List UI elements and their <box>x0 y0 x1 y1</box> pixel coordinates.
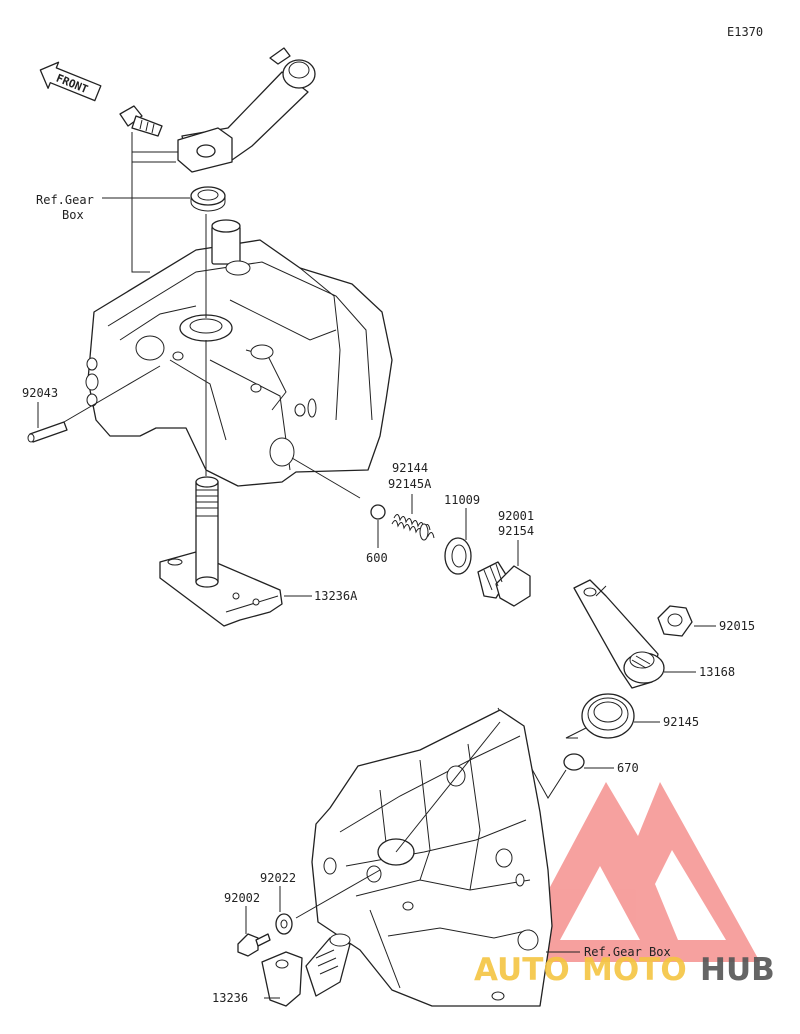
logo-triangle-inner <box>580 896 620 934</box>
watermark-hub: HUB <box>700 952 775 988</box>
spring-92144 <box>391 514 435 541</box>
svg-text:Box: Box <box>62 208 84 222</box>
watermark-logo <box>510 782 760 962</box>
callout-92144-92145a: 92144 92145A <box>388 461 432 491</box>
callout-92001-92154: 92001 92154 <box>498 509 534 538</box>
callout-11009: 11009 <box>444 493 480 507</box>
shift-lever-13236 <box>177 47 316 173</box>
callout-ref-gear-box-bottom: Ref.Gear Box <box>584 945 671 959</box>
front-arrow-shape <box>39 61 102 102</box>
lower-gear-case <box>311 709 553 1007</box>
bolt-92002 <box>237 933 271 957</box>
plug-bolt-92001 <box>477 561 531 607</box>
circlip-670 <box>563 753 585 771</box>
callout-92022: 92022 <box>260 871 296 885</box>
diagram-code: E1370 <box>727 25 763 39</box>
watermark-moto: MOTO <box>582 952 687 988</box>
watermark-auto: AUTO <box>474 952 570 988</box>
callout-92015: 92015 <box>719 619 755 633</box>
callout-13236a: 13236A <box>314 589 358 603</box>
svg-text:92144: 92144 <box>392 461 428 475</box>
callout-670: 670 <box>617 761 639 775</box>
svg-text:Ref.Gear: Ref.Gear <box>36 193 94 207</box>
watermark-wordmark: AUTO MOTO HUB <box>474 952 775 988</box>
shift-shaft-13236a <box>159 476 283 627</box>
ball-600 <box>370 504 386 520</box>
oil-seal <box>190 186 226 212</box>
spring-92145 <box>565 693 635 739</box>
callout-92043: 92043 <box>22 386 58 400</box>
callout-13168: 13168 <box>699 665 735 679</box>
nut-92015 <box>657 605 693 637</box>
gear-box-housing <box>85 219 393 487</box>
washer-11009 <box>444 537 472 575</box>
svg-text:92145A: 92145A <box>388 477 432 491</box>
callout-ref-gear-box-top: Ref.Gear Box <box>36 193 94 222</box>
callout-92145: 92145 <box>663 715 699 729</box>
bolt-top <box>119 105 163 137</box>
washer-92022 <box>275 913 293 935</box>
callout-600: 600 <box>366 551 388 565</box>
pin-92043 <box>27 421 68 443</box>
shift-shaft-13236 <box>261 933 351 1007</box>
front-arrow: FRONT <box>39 61 102 102</box>
svg-text:92001: 92001 <box>498 509 534 523</box>
callout-13236: 13236 <box>212 991 248 1005</box>
logo-triangle-outer <box>510 782 760 962</box>
callout-92002: 92002 <box>224 891 260 905</box>
svg-text:92154: 92154 <box>498 524 534 538</box>
lever-13168 <box>573 579 665 689</box>
